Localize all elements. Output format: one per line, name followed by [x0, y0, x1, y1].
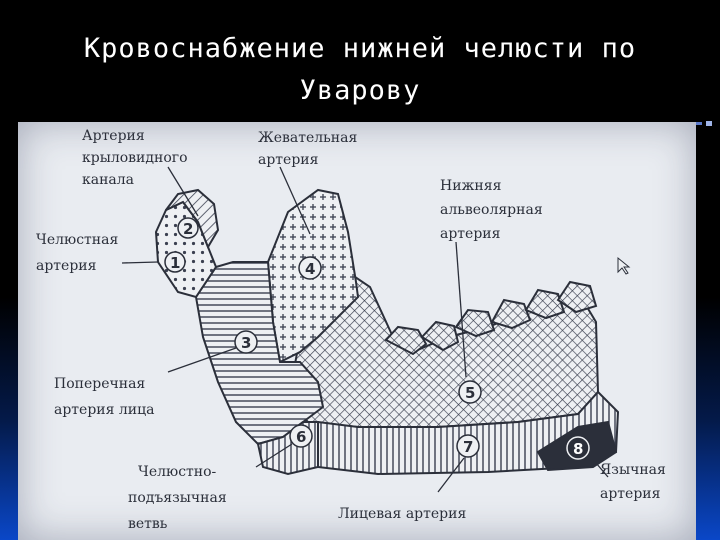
- cursor-icon: [617, 256, 631, 275]
- label-inferior-alveolar-2: альвеолярная: [440, 202, 543, 218]
- zone-6-label: 6: [296, 428, 306, 446]
- label-transverse-facial-2: артерия лица: [54, 402, 155, 418]
- title-line-2: Уварову: [299, 75, 421, 106]
- slide-title: Кровоснабжение нижней челюсти по Уварову: [0, 28, 720, 112]
- label-lingual-1: Язычная: [600, 462, 666, 478]
- title-line-1: Кровоснабжение нижней челюсти по: [83, 33, 637, 64]
- label-pterygoid-canal-2: крыловидного: [82, 150, 188, 166]
- label-pterygoid-canal-1: Артерия: [82, 128, 145, 144]
- label-inferior-alveolar-3: артерия: [440, 226, 501, 242]
- leader-lines: [121, 166, 609, 493]
- zone-3-region: [194, 261, 325, 446]
- label-mylohyoid-2: подъязычная: [128, 490, 227, 506]
- label-transverse-facial-1: Поперечная: [54, 376, 145, 392]
- zone-3-label: 3: [241, 334, 251, 352]
- teeth: [384, 280, 598, 356]
- zone-markers: 1 2 3 4 5 6 7 8: [164, 217, 590, 460]
- corner-mark-icon: [692, 121, 712, 126]
- label-maxillary-1: Челюстная: [36, 232, 118, 248]
- zone-8-label: 8: [573, 440, 583, 458]
- zone-2-region: [165, 188, 220, 250]
- label-mylohyoid-3: ветвь: [128, 516, 168, 532]
- zone-4-label: 4: [305, 260, 315, 278]
- label-mylohyoid-1: Челюстно-: [138, 464, 217, 480]
- label-masseteric-1: Жевательная: [258, 130, 357, 146]
- label-pterygoid-canal-3: канала: [82, 172, 134, 188]
- annotation-labels: Артерия крыловидного канала Челюстная ар…: [36, 128, 666, 532]
- zone-5-label: 5: [465, 384, 475, 402]
- diagram-photo: 1 2 3 4 5 6 7 8: [18, 122, 696, 540]
- zone-1-label: 1: [170, 254, 180, 272]
- label-maxillary-2: артерия: [36, 258, 97, 274]
- label-lingual-2: артерия: [600, 486, 661, 502]
- label-facial: Лицевая артерия: [338, 506, 466, 522]
- zone-7-label: 7: [463, 438, 473, 456]
- zone-2-label: 2: [183, 220, 193, 238]
- label-inferior-alveolar-1: Нижняя: [440, 178, 502, 194]
- label-masseteric-2: артерия: [258, 152, 319, 168]
